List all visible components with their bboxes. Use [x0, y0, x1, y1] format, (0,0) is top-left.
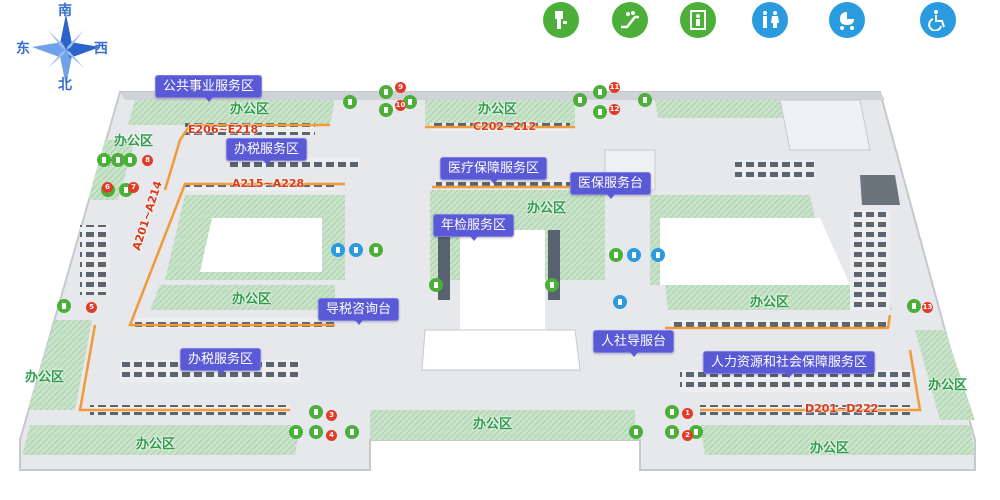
restroom-icon[interactable]	[752, 2, 788, 38]
service-marker-icon[interactable]	[331, 243, 345, 257]
facility-marker-icon[interactable]	[545, 278, 559, 292]
counter-a-top	[128, 182, 345, 327]
office-label: 办公区	[810, 441, 850, 456]
office-bottom-right	[700, 425, 975, 455]
marker-number: 6	[102, 182, 113, 193]
compass-north: 北	[58, 77, 72, 93]
marker-number: 2	[682, 430, 693, 441]
marker-number: 9	[395, 82, 406, 93]
marker-number: 8	[142, 155, 153, 166]
facility-marker-icon[interactable]	[629, 425, 643, 439]
zone-medical-insurance-desk[interactable]: 医保服务台	[570, 172, 652, 199]
zone-hr-social[interactable]: 人力资源和社会保障服务区	[703, 351, 876, 378]
office-label: 办公区	[232, 292, 272, 307]
office-label: 办公区	[25, 370, 65, 385]
marker-number: 13	[922, 302, 933, 313]
facility-marker-icon[interactable]	[609, 248, 623, 262]
facility-marker-icon[interactable]	[665, 425, 679, 439]
range-d: D201~D222	[805, 402, 879, 415]
office-top-mid	[425, 100, 575, 125]
compass-rose-icon	[32, 14, 100, 86]
service-marker-icon[interactable]	[613, 295, 627, 309]
facility-marker-icon[interactable]	[638, 93, 652, 107]
zone-tax-consult-desk[interactable]: 导税咨询台	[318, 298, 400, 325]
marker-number: 10	[395, 100, 406, 111]
office-label: 办公区	[928, 378, 968, 393]
range-c: C202~212	[473, 120, 537, 133]
office-label: 办公区	[527, 201, 567, 216]
compass-east: 东	[16, 41, 30, 57]
office-top-left	[128, 100, 335, 125]
facility-marker-icon[interactable]	[593, 85, 607, 99]
compass-south: 南	[58, 3, 72, 19]
facility-marker-icon[interactable]	[57, 299, 71, 313]
zone-social-desk[interactable]: 人社导服台	[593, 330, 675, 357]
facility-marker-icon[interactable]	[343, 95, 357, 109]
facility-marker-icon[interactable]	[111, 153, 125, 167]
compass-west: 西	[94, 41, 108, 57]
office-left-lower	[28, 320, 92, 410]
office-label: 办公区	[473, 417, 513, 432]
office-bottom-mid	[370, 410, 635, 440]
facility-marker-icon[interactable]	[429, 278, 443, 292]
facility-marker-icon[interactable]	[403, 95, 417, 109]
facility-marker-icon[interactable]	[97, 153, 111, 167]
office-label: 办公区	[230, 102, 270, 117]
office-mid-left	[150, 285, 335, 310]
compass: 南 北 东 西	[16, 2, 113, 93]
marker-number: 5	[86, 302, 97, 313]
office-label: 办公区	[478, 102, 518, 117]
service-marker-icon[interactable]	[349, 243, 363, 257]
counter-left-lower	[78, 324, 290, 412]
accessible-icon[interactable]	[920, 2, 956, 38]
office-label: 办公区	[114, 134, 154, 149]
facility-marker-icon[interactable]	[345, 425, 359, 439]
facility-marker-icon[interactable]	[907, 299, 921, 313]
office-label: 办公区	[750, 295, 790, 310]
range-a-top: A215~A228	[232, 177, 305, 190]
marker-number: 3	[326, 410, 337, 421]
office-bottom-left	[22, 425, 300, 455]
facility-marker-icon[interactable]	[379, 85, 393, 99]
escalator-icon[interactable]	[612, 2, 648, 38]
marker-number: 11	[609, 82, 620, 93]
zone-public-affairs[interactable]: 公共事业服务区	[155, 75, 263, 102]
facility-marker-icon[interactable]	[573, 93, 587, 107]
facility-marker-icon[interactable]	[123, 153, 137, 167]
zone-tax-north[interactable]: 办税服务区	[226, 138, 308, 165]
elevator-icon[interactable]	[680, 2, 716, 38]
marker-number: 7	[128, 182, 139, 193]
marker-number: 1	[682, 408, 693, 419]
zone-medical-insurance[interactable]: 医疗保障服务区	[440, 157, 548, 184]
range-e: E206~E218	[188, 123, 259, 136]
water-dispenser-icon[interactable]	[543, 2, 579, 38]
zone-annual-inspection[interactable]: 年检服务区	[433, 214, 515, 241]
service-marker-icon[interactable]	[651, 248, 665, 262]
counter-e	[163, 123, 330, 191]
counter-right	[665, 314, 892, 330]
marker-number: 12	[609, 104, 620, 115]
counter-d	[700, 349, 922, 412]
marker-number: 4	[326, 430, 337, 441]
service-marker-icon[interactable]	[627, 248, 641, 262]
zone-tax-south[interactable]: 办税服务区	[180, 348, 262, 375]
baby-stroller-icon[interactable]	[829, 2, 865, 38]
office-top-right	[655, 100, 803, 118]
facility-marker-icon[interactable]	[289, 425, 303, 439]
office-mid-right	[665, 285, 892, 310]
facility-marker-icon[interactable]	[369, 243, 383, 257]
facility-marker-icon[interactable]	[309, 425, 323, 439]
office-right-lower	[915, 330, 975, 420]
facility-marker-icon[interactable]	[593, 105, 607, 119]
facility-marker-icon[interactable]	[309, 405, 323, 419]
facility-marker-icon[interactable]	[379, 103, 393, 117]
office-label: 办公区	[136, 437, 176, 452]
facility-marker-icon[interactable]	[665, 405, 679, 419]
